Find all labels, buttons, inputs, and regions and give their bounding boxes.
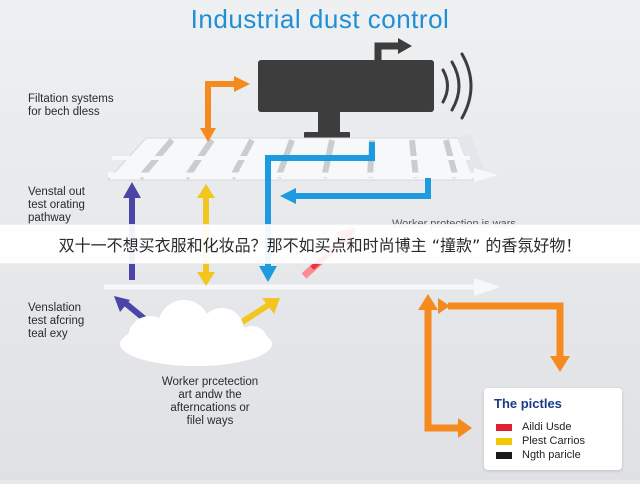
legend-label: Aildi Usde — [522, 421, 572, 433]
legend-title: The pictles — [494, 396, 562, 411]
orange-arrowhead — [458, 418, 472, 438]
sound-waves-icon — [441, 52, 473, 120]
label-line: filel ways — [186, 415, 234, 427]
legend-swatch-red — [496, 423, 512, 431]
orange-flow-arrows-right — [424, 302, 564, 432]
label-line: afterncations or — [170, 402, 250, 414]
blue-flow-arrows — [265, 142, 431, 268]
legend-label: Plest Carrios — [522, 435, 585, 447]
dust-cloud — [120, 300, 272, 366]
yellow-arrowhead — [197, 272, 215, 286]
label-line: teal exy — [28, 328, 68, 340]
legend-item: Aildi Usde — [496, 420, 572, 434]
orange-arrowhead — [234, 76, 250, 92]
label-line: pathway — [28, 212, 71, 224]
label-worker-protection: Worker prcetection art andw the afternca… — [140, 376, 280, 428]
label-line: Venstal out — [28, 186, 85, 198]
legend-swatch-yellow — [496, 437, 512, 445]
orange-flow-arrows-top — [205, 81, 236, 132]
legend-box: The pictles Aildi Usde Plest Carrios Ngt… — [484, 388, 622, 470]
label-filtration: Filtation systems for bech dless — [28, 93, 114, 119]
label-line: Venslation — [28, 302, 82, 314]
label-vent-top: Venstal out test orating pathway — [28, 186, 85, 225]
orange-arrowhead — [438, 298, 450, 314]
label-vent-bottom: Venslation test afcring teal exy — [28, 302, 84, 341]
promo-banner[interactable]: 双十一不想买衣服和化妆品？那不如买点和时尚博主 “撞款” 的香氛好物！ — [0, 224, 640, 264]
label-line: for bech dless — [28, 106, 100, 118]
blue-arrowhead — [259, 266, 277, 282]
orange-arrowhead — [550, 356, 570, 372]
label-line: test afcring — [28, 315, 85, 327]
legend-item: Ngth paricle — [496, 448, 581, 462]
diagram-title: Industrial dust control — [190, 4, 450, 34]
legend-item: Plest Carrios — [496, 434, 585, 448]
purple-arrowhead — [114, 296, 130, 312]
purple-arrowhead — [123, 182, 141, 198]
yellow-arrowhead — [262, 298, 280, 314]
label-line: Worker prcetection — [161, 376, 259, 388]
orange-arrowhead — [418, 294, 438, 310]
orange-arrowhead — [200, 128, 216, 142]
label-line: art andw the — [178, 389, 242, 401]
blue-arrowhead — [280, 188, 296, 204]
yellow-arrowhead — [197, 184, 215, 198]
legend-label: Ngth paricle — [522, 449, 581, 461]
exhaust-fan-unit — [258, 38, 434, 140]
label-line: Filtation systems — [28, 93, 114, 105]
legend-swatch-black — [496, 451, 512, 459]
floor-arrow — [104, 278, 500, 296]
label-line: test orating — [28, 199, 85, 211]
promo-banner-text: 双十一不想买衣服和化妆品？那不如买点和时尚博主 “撞款” 的香氛好物！ — [58, 236, 582, 255]
